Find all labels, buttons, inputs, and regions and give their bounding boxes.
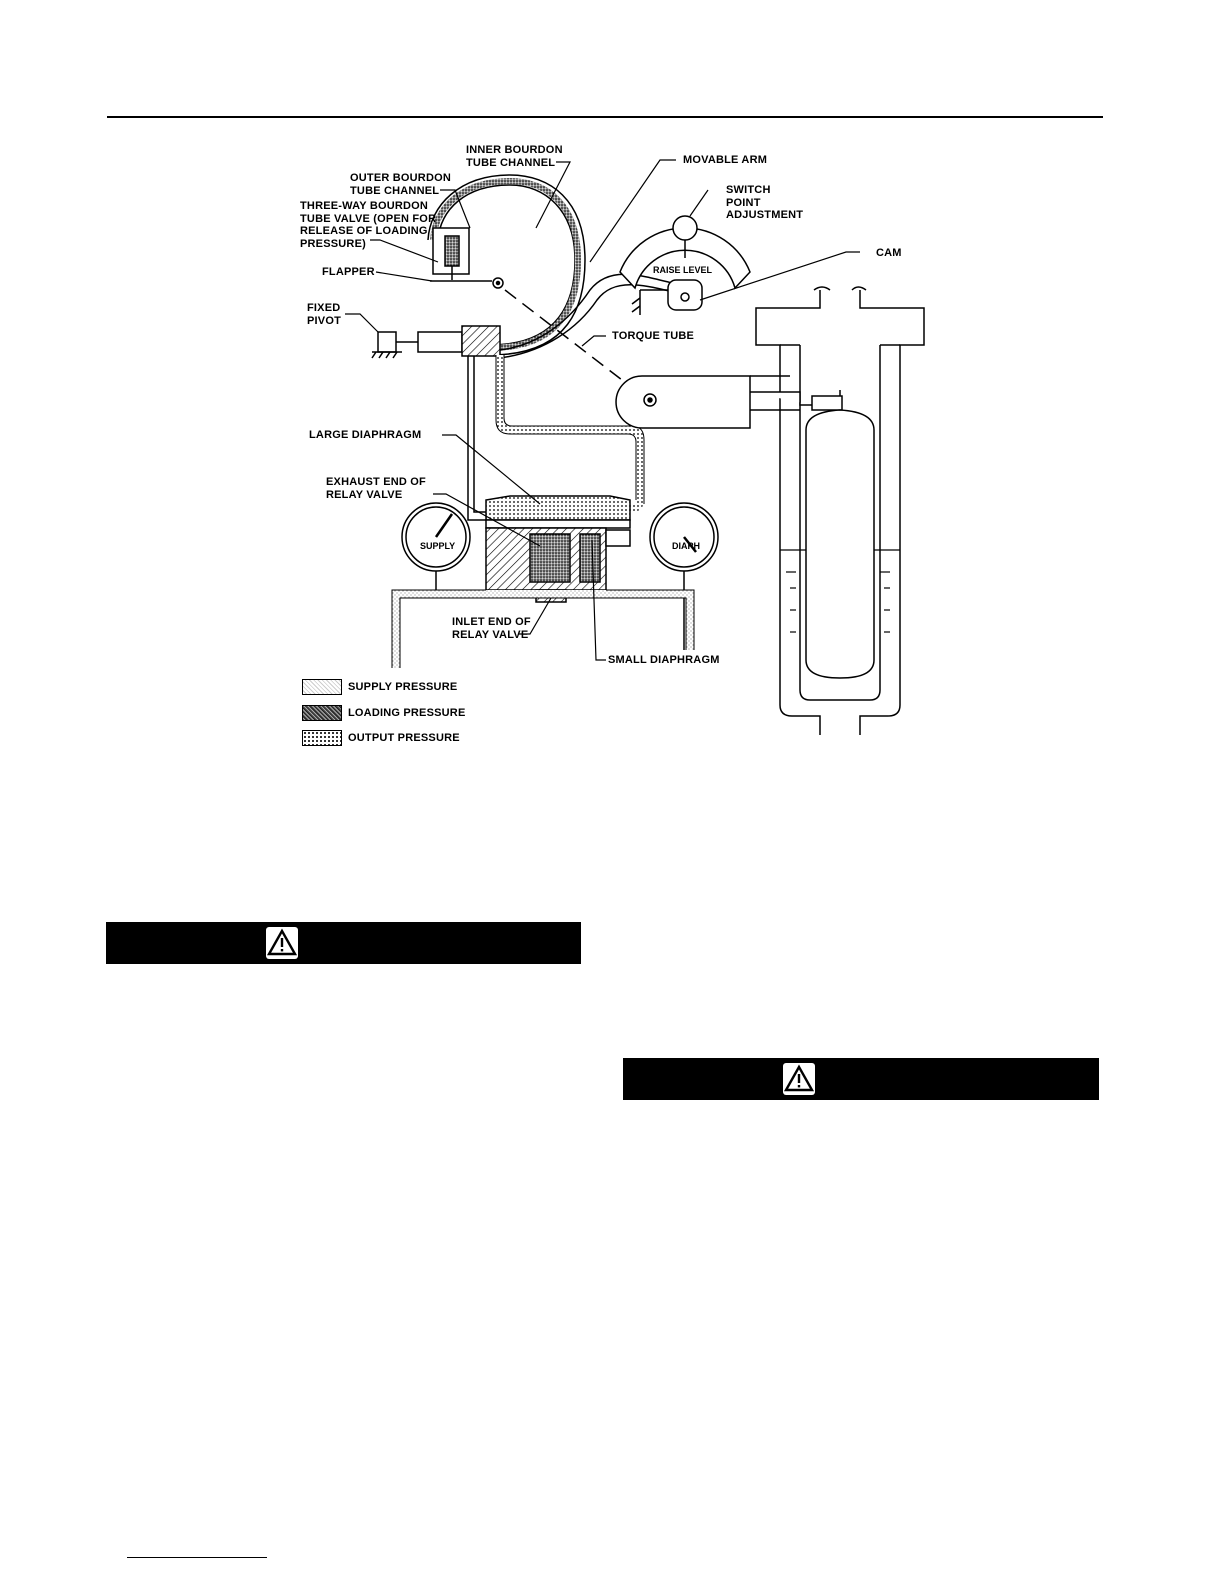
supply-line-left <box>467 356 488 521</box>
relay-valve <box>485 495 631 603</box>
supply-pipe <box>392 590 694 668</box>
supply-gauge-label: SUPPLY <box>420 541 455 551</box>
torque-arm <box>615 375 812 429</box>
legend-swatch-output <box>302 730 342 746</box>
torque-tube-axis <box>504 289 649 401</box>
warning-icon <box>783 1063 815 1095</box>
legend-label-supply: SUPPLY PRESSURE <box>348 681 458 693</box>
label-outer-bourdon: OUTER BOURDON TUBE CHANNEL <box>350 172 451 197</box>
level-controller-schematic: RAISE LEVEL SUPPLY DIAPH <box>345 159 925 735</box>
switch-point-dial <box>619 215 751 315</box>
legend-supply: SUPPLY PRESSURE <box>302 678 457 696</box>
three-way-valve <box>432 227 470 280</box>
output-line <box>496 355 644 512</box>
label-inner-bourdon: INNER BOURDON TUBE CHANNEL <box>466 144 563 169</box>
legend-swatch-loading <box>302 705 342 721</box>
label-switch-point: SWITCH POINT ADJUSTMENT <box>726 184 804 221</box>
liquid-level <box>780 549 900 633</box>
label-torque-tube: TORQUE TUBE <box>612 330 695 342</box>
diaph-gauge-label: DIAPH <box>672 541 700 551</box>
supply-gauge <box>401 502 471 590</box>
label-cam: CAM <box>876 247 902 259</box>
legend-swatch-supply <box>302 679 342 695</box>
diaph-gauge <box>649 502 719 650</box>
legend-loading: LOADING PRESSURE <box>302 704 466 722</box>
label-movable-arm: MOVABLE ARM <box>683 154 768 166</box>
label-large-diaphragm: LARGE DIAPHRAGM <box>309 429 422 441</box>
legend-label-loading: LOADING PRESSURE <box>348 707 466 719</box>
fixed-pivot <box>371 325 501 359</box>
warning-icon <box>266 927 298 959</box>
warning-bar-left <box>106 922 581 964</box>
header-rule <box>107 116 1103 118</box>
flapper <box>430 277 504 289</box>
label-fixed-pivot: FIXED PIVOT <box>307 302 342 327</box>
label-flapper: FLAPPER <box>322 266 375 278</box>
movable-arm <box>499 273 701 359</box>
displacer-cage <box>755 286 925 735</box>
label-small-diaphragm: SMALL DIAPHRAGM <box>608 654 720 666</box>
label-exhaust-end: EXHAUST END OF RELAY VALVE <box>326 476 426 501</box>
footnote-rule <box>127 1557 267 1558</box>
warning-bar-right <box>623 1058 1099 1100</box>
label-inlet-end: INLET END OF RELAY VALVE <box>452 616 531 641</box>
legend-label-output: OUTPUT PRESSURE <box>348 732 460 744</box>
leader-lines <box>345 159 860 661</box>
bourdon-tube <box>427 174 586 356</box>
label-three-way-valve: THREE-WAY BOURDON TUBE VALVE (OPEN FOR R… <box>300 200 437 250</box>
displacer <box>805 390 875 679</box>
legend-output: OUTPUT PRESSURE <box>302 729 460 747</box>
raise-level-text: RAISE LEVEL <box>653 265 713 275</box>
